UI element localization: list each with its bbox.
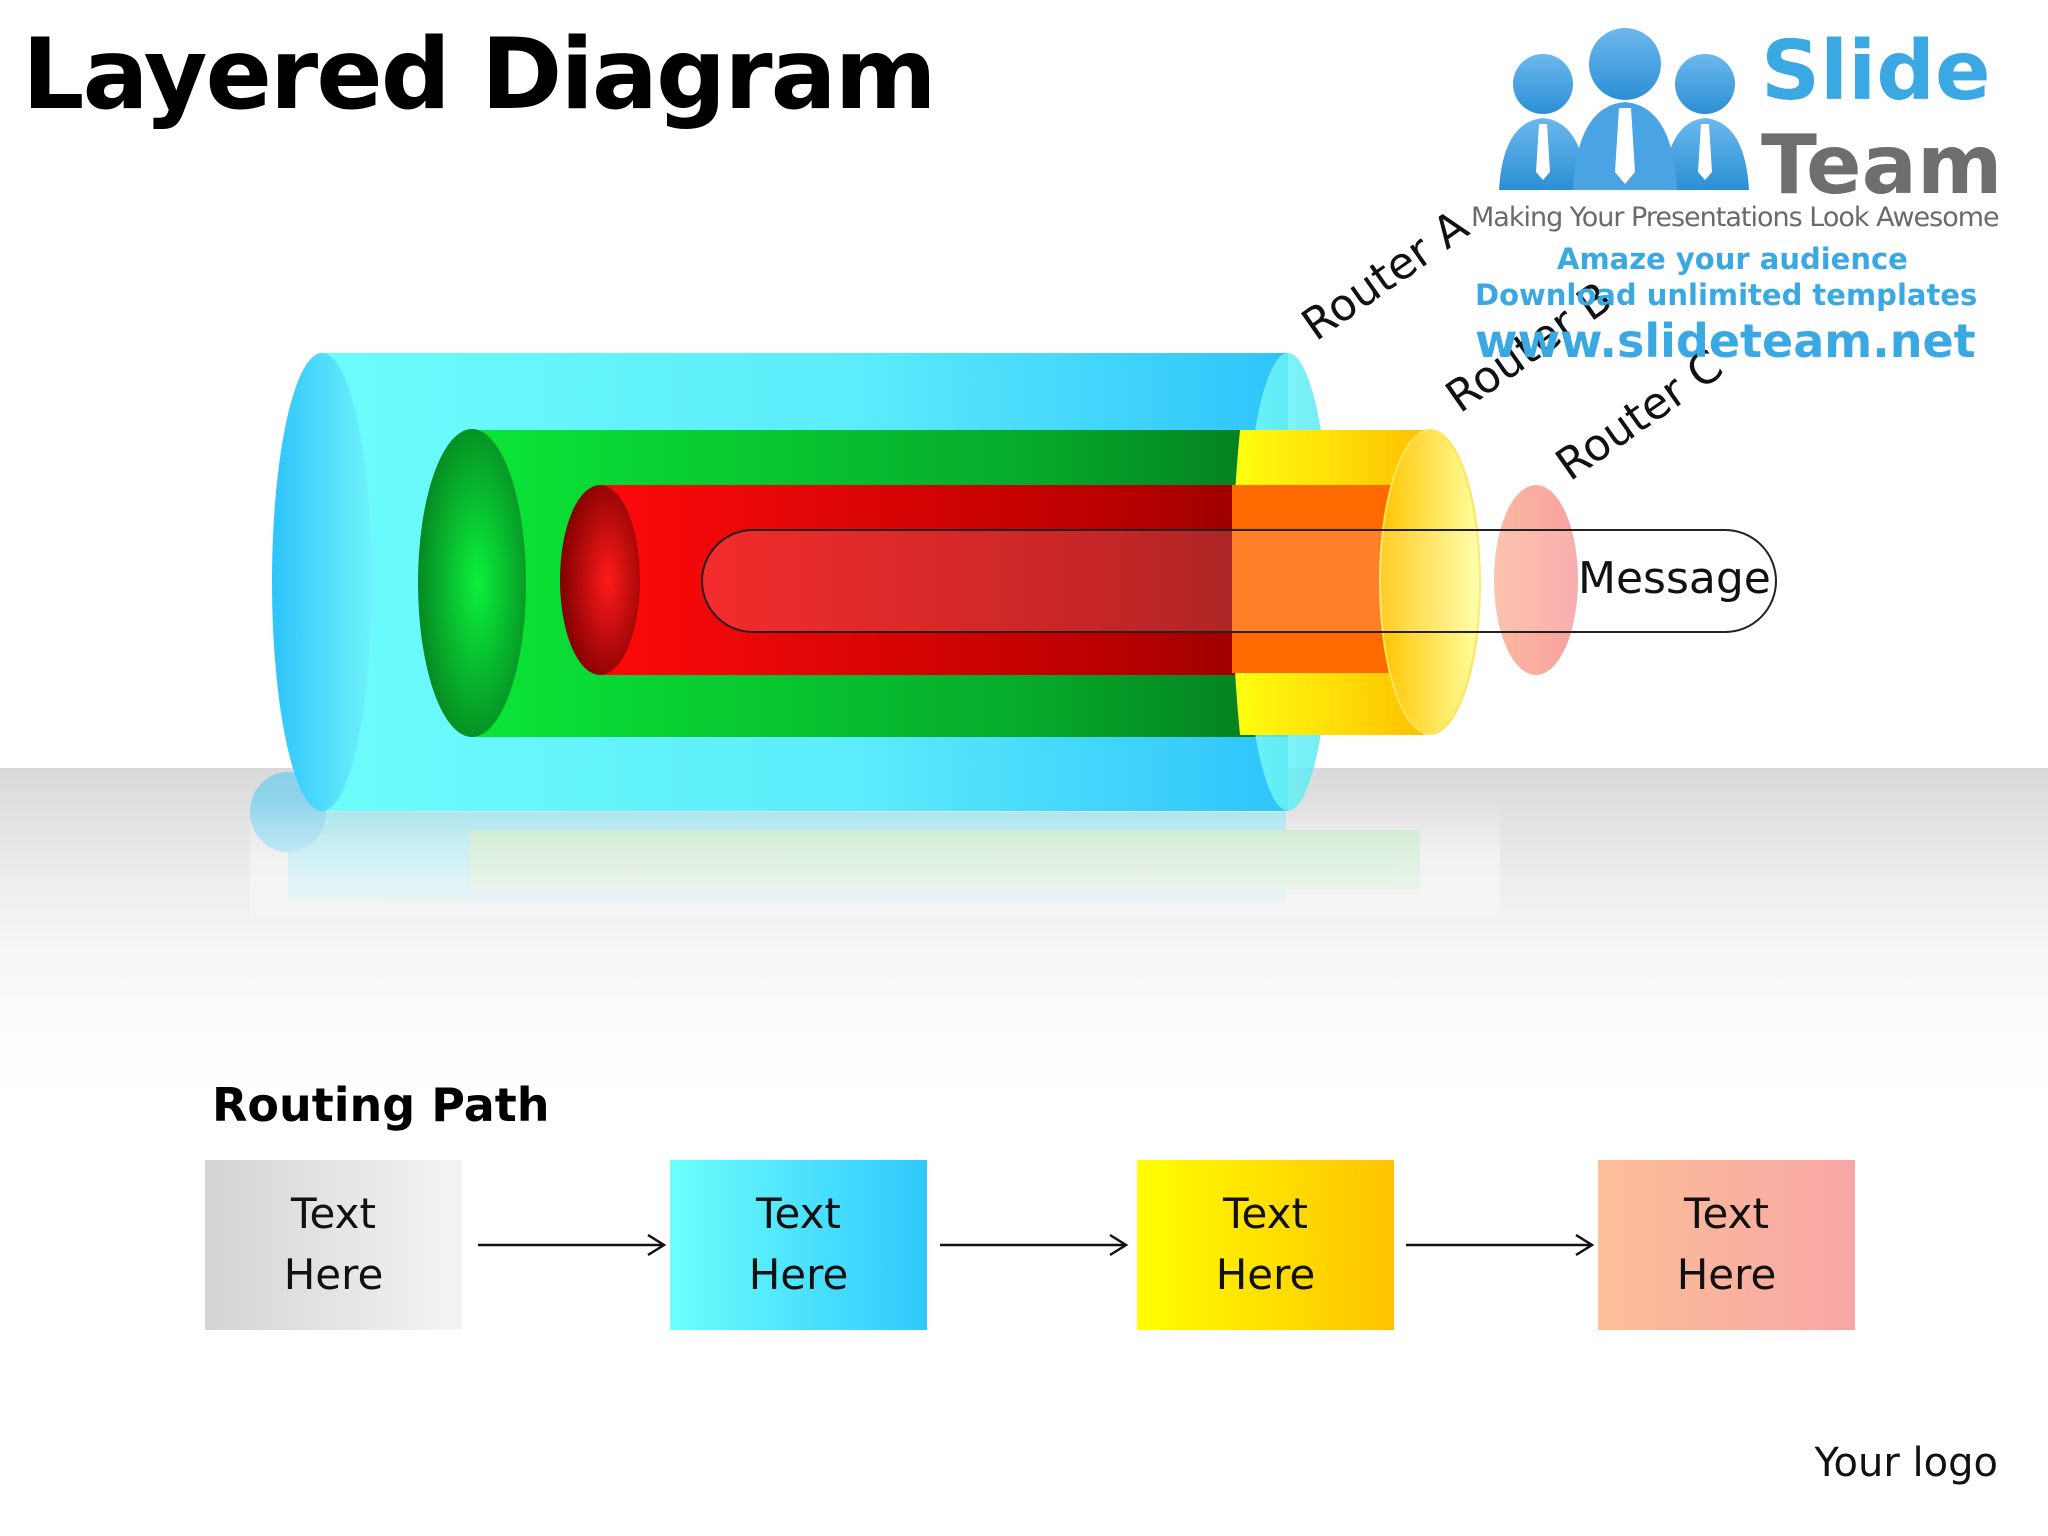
logo-brand-team: Team <box>1761 118 2003 213</box>
logo-tagline: Making Your Presentations Look Awesome <box>1471 202 2000 233</box>
slide-title: Layered Diagram <box>22 18 937 132</box>
logo-promo-amaze: Amaze your audience <box>1557 242 1908 276</box>
message-label: Message <box>1578 553 1771 604</box>
logo-url: www.slideteam.net <box>1475 314 1976 368</box>
logo-brand-slide: Slide <box>1761 24 1991 119</box>
arrow-right-icon <box>1406 1233 1595 1257</box>
message-capsule <box>701 485 1777 675</box>
people-icon <box>1499 28 1749 190</box>
slideteam-logo: Slide Team Making Your Presentations Loo… <box>1465 18 2025 378</box>
your-logo-placeholder: Your logo <box>1814 1440 1998 1486</box>
routing-path-heading: Routing Path <box>212 1078 550 1132</box>
arrow-right-icon <box>478 1233 667 1257</box>
reflection-fade <box>250 800 1500 920</box>
logo-promo-download: Download unlimited templates <box>1475 278 1978 312</box>
yellow-connector <box>1232 429 1481 735</box>
arrow-right-icon <box>940 1233 1129 1257</box>
